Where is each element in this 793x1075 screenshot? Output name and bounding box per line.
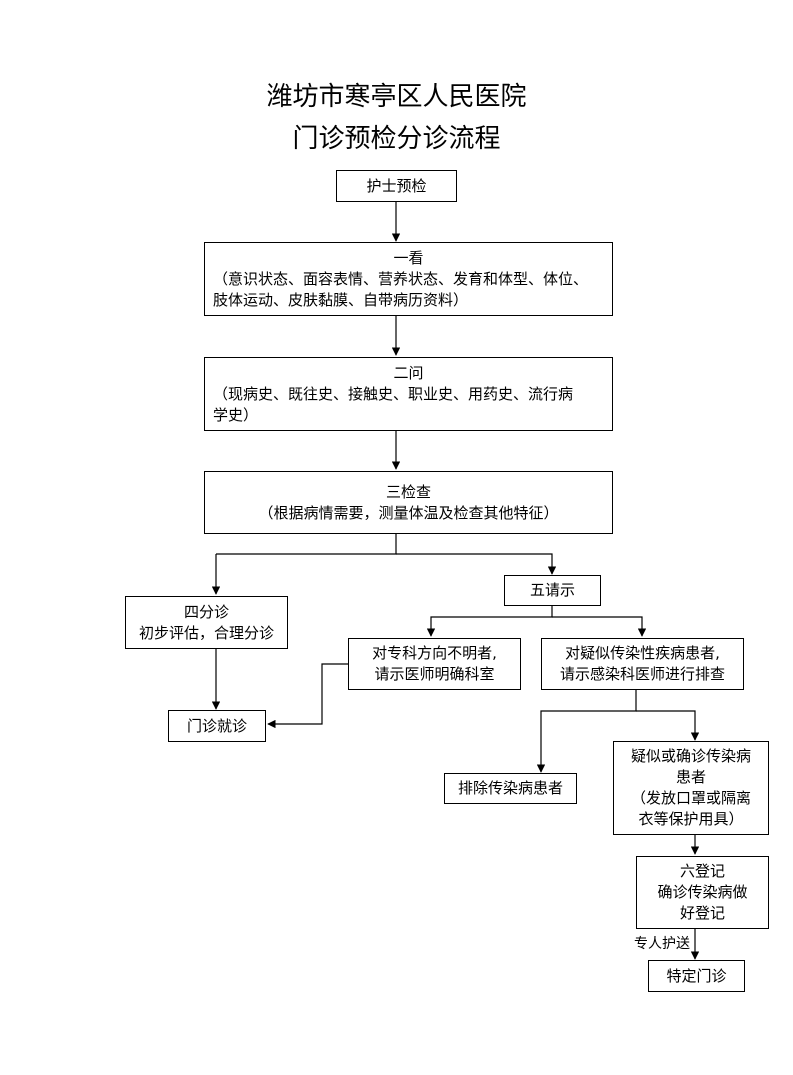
node-register-line3: 好登记 bbox=[679, 904, 725, 922]
node-request-label: 五请示 bbox=[529, 581, 575, 599]
node-confirmed-line4: 衣等保护用具） bbox=[638, 810, 744, 828]
node-register: 六登记 确诊传染病做 好登记 bbox=[636, 856, 769, 929]
node-exclude-infection: 排除传染病患者 bbox=[444, 773, 577, 804]
node-suspected-infection: 对疑似传染性疾病患者, 请示感染科医师进行排查 bbox=[541, 638, 744, 690]
edge-label-escort: 专人护送 bbox=[634, 936, 690, 952]
node-triage-line2: 初步评估，合理分诊 bbox=[138, 623, 274, 642]
node-special-label: 特定门诊 bbox=[666, 966, 727, 985]
title-line-2: 门诊预检分诊流程 bbox=[292, 124, 501, 154]
node-exam-line1: （根据病情需要，测量体温及检查其他特征） bbox=[258, 503, 559, 522]
node-suspect-line2: 请示感染科医师进行排查 bbox=[559, 665, 725, 683]
node-exam-heading: 三检查 bbox=[385, 482, 431, 501]
node-ask-heading: 二问 bbox=[393, 363, 424, 382]
node-ask-line2: 学史） bbox=[213, 405, 259, 424]
node-confirmed-line1: 疑似或确诊传染病 bbox=[630, 747, 751, 765]
node-unclear-line2: 请示医师明确科室 bbox=[374, 665, 495, 683]
node-triage: 四分诊 初步评估，合理分诊 bbox=[125, 596, 288, 649]
arrow-exam-split bbox=[216, 534, 397, 555]
node-look-heading: 一看 bbox=[393, 248, 424, 267]
arrow-request-split bbox=[426, 606, 553, 637]
node-suspect-line1: 对疑似传染性疾病患者, bbox=[565, 644, 720, 662]
node-ask: 二问 （现病史、既往史、接触史、职业史、用药史、流行病 学史） bbox=[204, 357, 613, 431]
node-unclear-department: 对专科方向不明者, 请示医师明确科室 bbox=[348, 638, 521, 690]
node-nurse-label: 护士预检 bbox=[366, 176, 427, 195]
arrow-request-to-suspect bbox=[552, 616, 647, 637]
node-register-line2: 确诊传染病做 bbox=[657, 883, 748, 901]
arrow-exam-to-request bbox=[396, 553, 557, 575]
title-line-1: 潍坊市寒亭区人民医院 bbox=[266, 82, 527, 112]
node-unclear-line1: 对专科方向不明者, bbox=[372, 644, 497, 662]
node-request: 五请示 bbox=[504, 575, 601, 606]
node-confirmed-line3: （发放口罩或隔离 bbox=[630, 789, 751, 807]
arrow-suspect-split bbox=[536, 690, 637, 773]
node-exclude-label: 排除传染病患者 bbox=[457, 779, 563, 797]
node-triage-line1: 四分诊 bbox=[183, 602, 229, 621]
node-confirmed-line2: 患者 bbox=[675, 768, 706, 786]
node-special-clinic: 特定门诊 bbox=[648, 960, 745, 992]
arrow-unclear-to-clinic bbox=[267, 663, 348, 729]
node-outpatient-clinic: 门诊就诊 bbox=[168, 710, 266, 742]
node-ask-line1: （现病史、既往史、接触史、职业史、用药史、流行病 bbox=[213, 384, 574, 403]
node-nurse-precheck: 护士预检 bbox=[336, 170, 457, 202]
node-confirmed-infection: 疑似或确诊传染病 患者 （发放口罩或隔离 衣等保护用具） bbox=[613, 741, 769, 835]
arrow-suspect-to-confirmed bbox=[636, 710, 700, 741]
node-look-line1: （意识状态、面容表情、营养状态、发育和体型、体位、 bbox=[213, 269, 589, 288]
node-clinic-label: 门诊就诊 bbox=[186, 716, 247, 735]
node-look: 一看 （意识状态、面容表情、营养状态、发育和体型、体位、 肢体运动、皮肤黏膜、自… bbox=[204, 242, 613, 316]
node-look-line2: 肢体运动、皮肤黏膜、自带病历资料） bbox=[213, 290, 469, 309]
node-exam: 三检查 （根据病情需要，测量体温及检查其他特征） bbox=[204, 471, 613, 534]
node-register-line1: 六登记 bbox=[679, 862, 725, 880]
